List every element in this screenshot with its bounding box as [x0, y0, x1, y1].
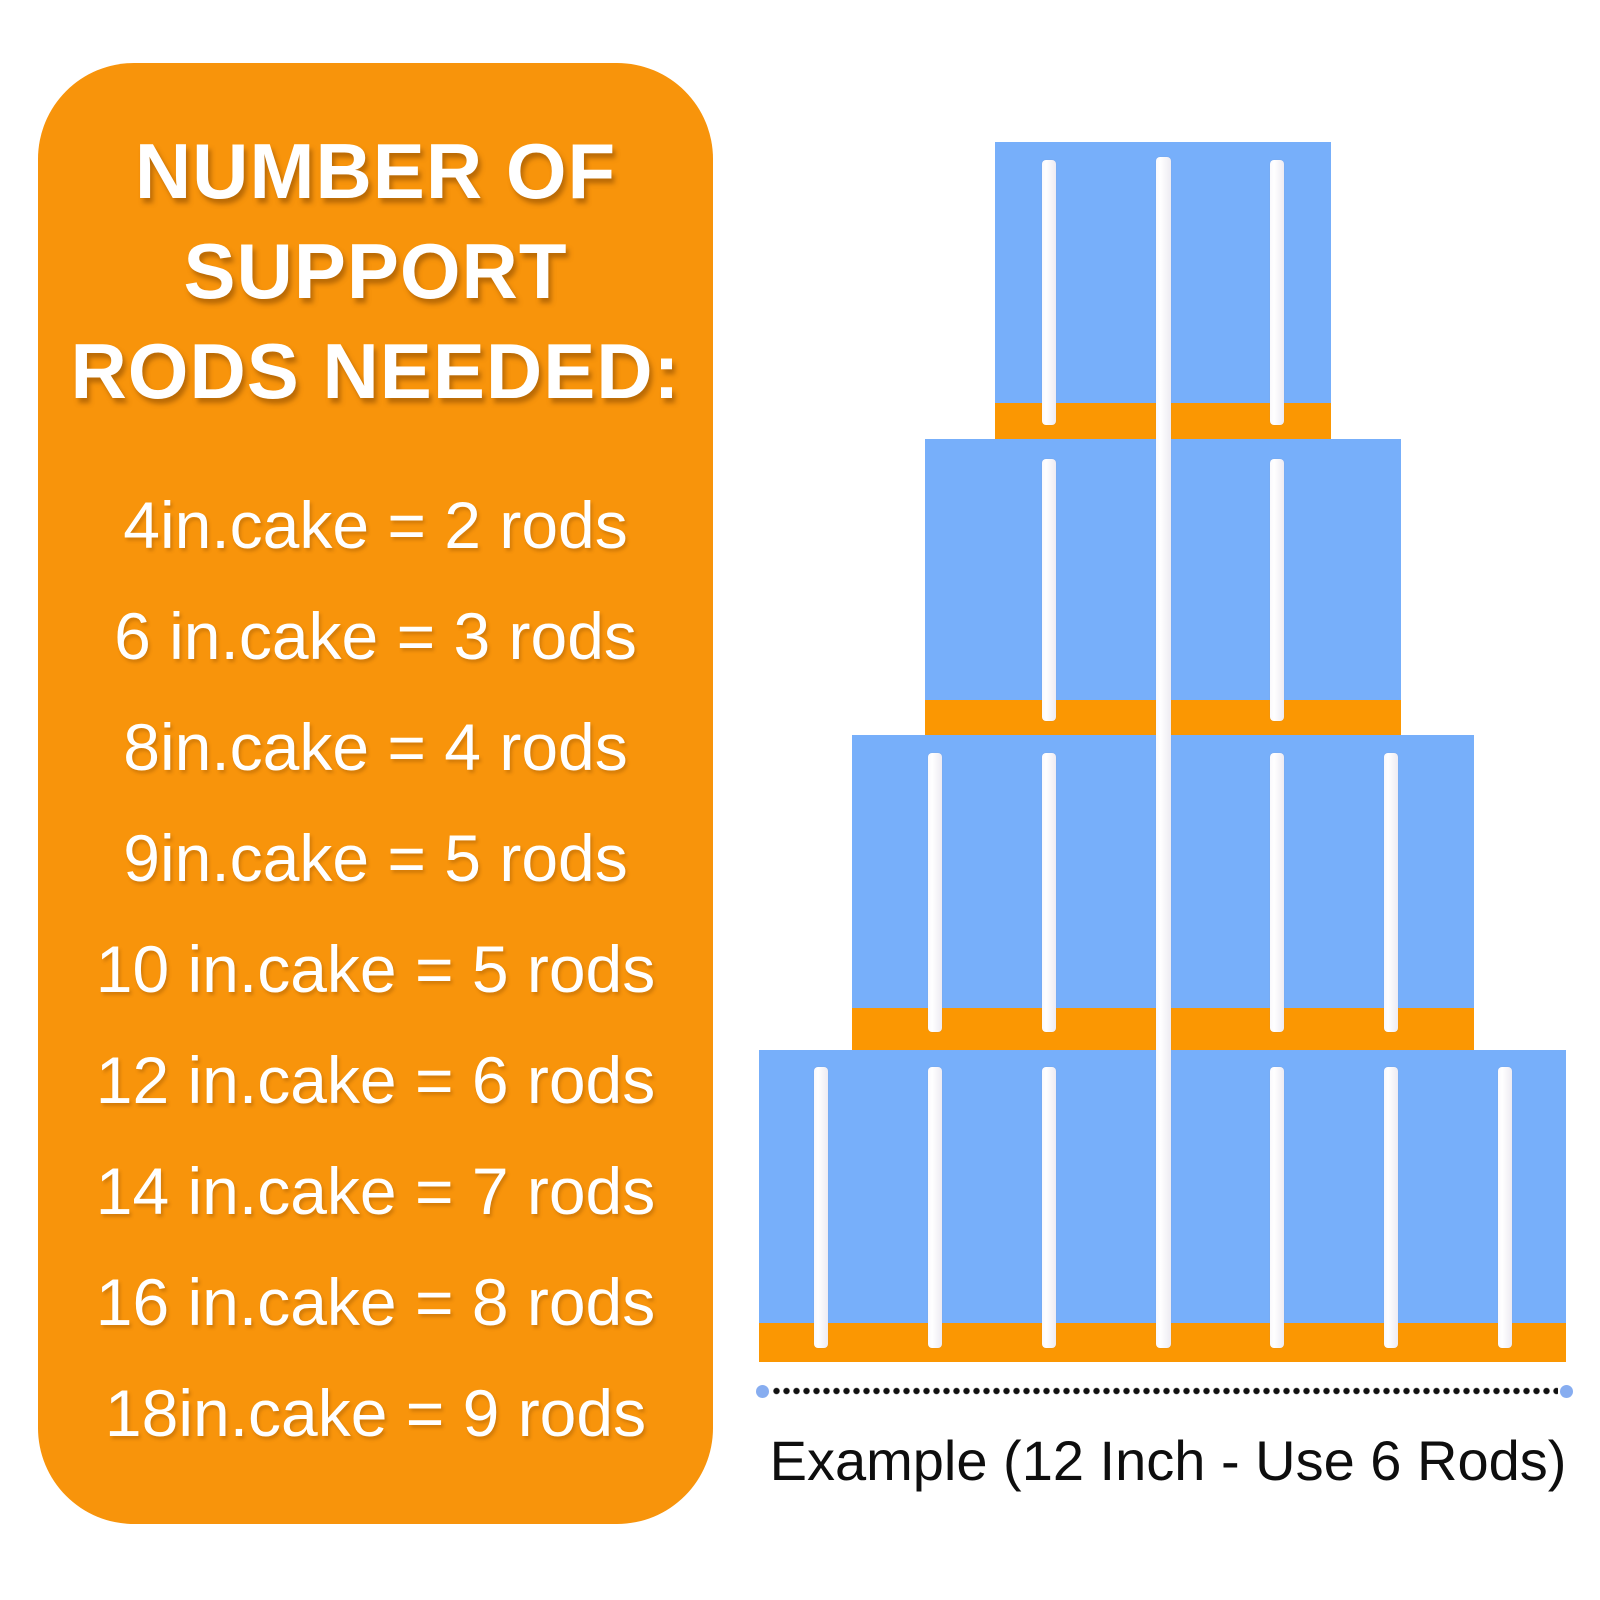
- tier-3-support-rod: [1270, 753, 1284, 1032]
- tier-4-bottom-support-rod: [1042, 1067, 1056, 1348]
- rod-count-item-2: 6 in.cake = 3 rods: [114, 598, 637, 673]
- measure-dotted-line: [772, 1386, 1558, 1396]
- rod-count-item-9: 18in.cake = 9 rods: [104, 1375, 647, 1450]
- tier-4-bottom-support-rod: [1384, 1067, 1398, 1348]
- panel-title-line-2: SUPPORT: [183, 227, 568, 315]
- tier-2-support-rod: [1270, 459, 1284, 721]
- rod-count-item-1: 4in.cake = 2 rods: [123, 487, 628, 562]
- tier-4-bottom-support-rod: [814, 1067, 828, 1348]
- panel-title: NUMBER OF SUPPORT RODS NEEDED:: [38, 121, 713, 421]
- dotted-line-left-end-dot: [756, 1385, 769, 1398]
- rod-count-item-4: 9in.cake = 5 rods: [123, 820, 628, 895]
- tier-3-support-rod: [1042, 753, 1056, 1032]
- tier-2-support-rod: [1042, 459, 1056, 721]
- rod-count-item-6: 12 in.cake = 6 rods: [95, 1042, 656, 1117]
- rod-count-item-3: 8in.cake = 4 rods: [123, 709, 628, 784]
- rod-count-list: 4in.cake = 2 rods 6 in.cake = 3 rods 8in.c…: [38, 469, 713, 1468]
- center-dowel-rod: [1156, 157, 1171, 1348]
- example-caption: Example (12 Inch - Use 6 Rods): [769, 1429, 1567, 1492]
- tier-4-bottom-support-rod: [1498, 1067, 1512, 1348]
- tier-1-top-support-rod: [1270, 160, 1284, 425]
- tier-3-support-rod: [928, 753, 942, 1032]
- rod-count-item-5: 10 in.cake = 5 rods: [95, 931, 656, 1006]
- tier-4-bottom-support-rod: [1270, 1067, 1284, 1348]
- panel-title-line-1: NUMBER OF: [134, 127, 617, 215]
- tier-3-support-rod: [1384, 753, 1398, 1032]
- rod-count-panel: NUMBER OF SUPPORT RODS NEEDED: 4in.cake …: [38, 63, 713, 1524]
- rod-count-item-7: 14 in.cake = 7 rods: [95, 1153, 656, 1228]
- tier-1-top-support-rod: [1042, 160, 1056, 425]
- tier-4-bottom-support-rod: [928, 1067, 942, 1348]
- panel-title-line-3: RODS NEEDED:: [70, 327, 681, 415]
- rod-count-item-8: 16 in.cake = 8 rods: [95, 1264, 656, 1339]
- dotted-line-right-end-dot: [1560, 1385, 1573, 1398]
